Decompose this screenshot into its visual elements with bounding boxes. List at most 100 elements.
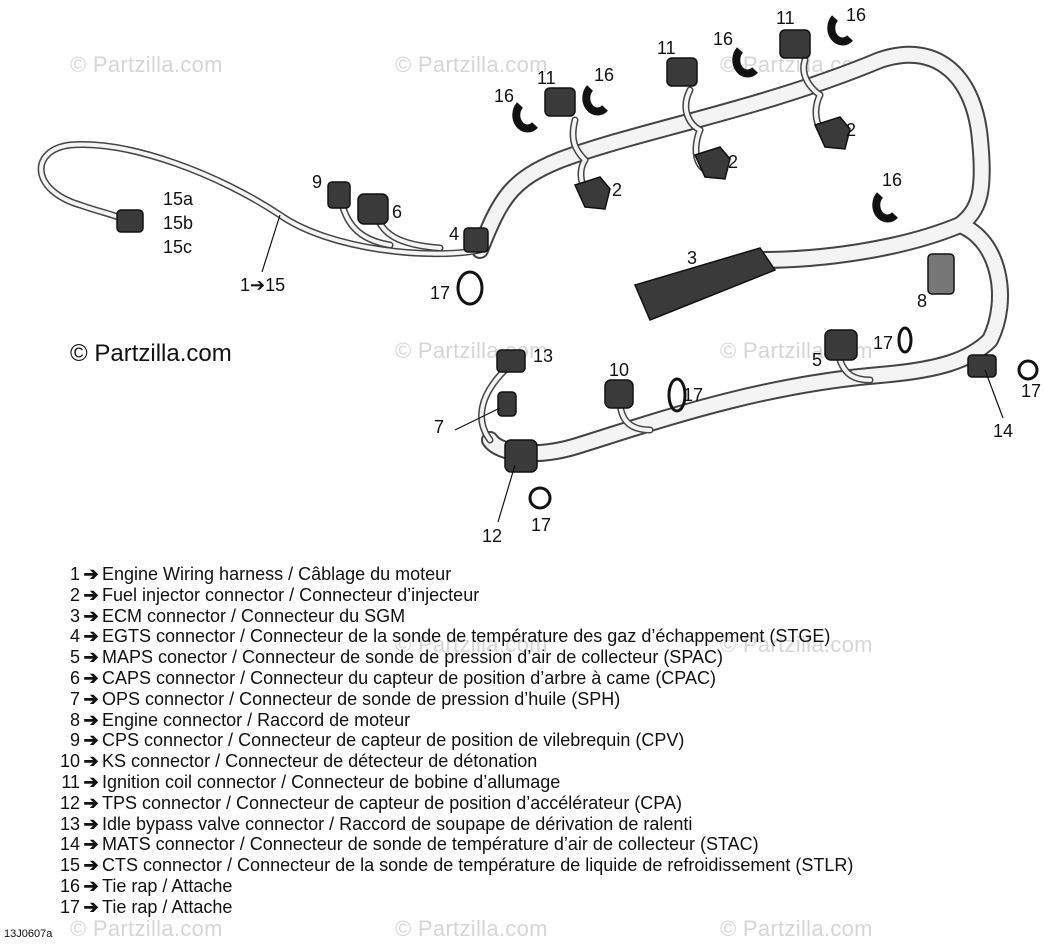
callout-17: 17 [683, 385, 704, 405]
legend-number: 6 [69, 667, 80, 688]
callout-15b: 15b [163, 213, 194, 233]
callout-16: 16 [594, 65, 615, 85]
mats-connector [967, 354, 997, 378]
callout-13: 13 [533, 346, 554, 366]
legend-item: 12➔TPS connector / Connecteur de capteur… [60, 793, 853, 814]
arrow-icon: ➔ [83, 584, 99, 605]
legend-item: 11➔Ignition coil connector / Connecteur … [60, 772, 853, 793]
tie-rap-16 [512, 102, 538, 133]
legend-text: Tie rap / Attache [102, 896, 233, 917]
tie-raps [456, 15, 1039, 510]
watermark: © Partzilla.com [395, 52, 548, 77]
legend-number: 11 [61, 771, 80, 792]
arrow-icon: ➔ [83, 875, 99, 896]
legend-number: 8 [69, 709, 80, 730]
callout-16: 16 [713, 29, 734, 49]
legend-text: ECM connector / Connecteur du SGM [102, 605, 406, 626]
legend-text: Idle bypass valve connector / Raccord de… [102, 813, 693, 834]
ks-connector [604, 379, 634, 409]
callout-11: 11 [776, 8, 795, 28]
watermark: © Partzilla.com [720, 916, 873, 941]
legend-number: 13 [60, 813, 81, 834]
callout-6: 6 [392, 202, 403, 222]
callout-2: 2 [846, 120, 857, 140]
callout-8: 8 [917, 291, 928, 311]
arrow-icon: ➔ [83, 626, 99, 647]
ignition-coil-connector [544, 87, 576, 117]
tps-connector [504, 439, 538, 473]
legend-item: 14➔MATS connector / Connecteur de sonde … [60, 834, 853, 855]
arrow-icon: ➔ [83, 771, 99, 792]
legend-text: MAPS conector / Connecteur de sonde de p… [102, 647, 723, 668]
tie-rap-16 [827, 15, 853, 46]
arrow-icon: ➔ [83, 564, 99, 584]
legend-text: Tie rap / Attache [102, 875, 233, 896]
callout-17: 17 [873, 333, 894, 353]
callout-16: 16 [846, 5, 867, 25]
copyright-notice: © Partzilla.com [70, 340, 232, 367]
legend-text: Engine Wiring harness / Câblage du moteu… [102, 564, 452, 584]
fuel-injector-connector [693, 146, 731, 180]
ignition-coil-connector [666, 57, 698, 87]
callout-11: 11 [537, 68, 556, 88]
ops-connector [497, 391, 517, 417]
legend-text: Fuel injector connector / Connecteur d’i… [102, 584, 480, 605]
callout-16: 16 [882, 170, 903, 190]
callout-9: 9 [312, 172, 323, 192]
tie-rap-17 [897, 326, 913, 354]
legend-item: 16➔Tie rap / Attache [60, 876, 853, 897]
legend-text: CTS connector / Connecteur de la sonde d… [102, 855, 854, 876]
arrow-icon: ➔ [83, 834, 99, 855]
legend-number: 4 [69, 626, 80, 647]
watermark: © Partzilla.com [720, 632, 873, 657]
legend-number: 15 [60, 855, 81, 876]
arrow-icon: ➔ [83, 709, 99, 730]
parts-legend: 1➔Engine Wiring harness / Câblage du mot… [60, 564, 853, 918]
harness-cables [37, 45, 1009, 463]
callout-15c: 15c [163, 237, 193, 257]
legend-text: KS connector / Connecteur de détecteur d… [102, 751, 538, 772]
arrow-icon: ➔ [83, 792, 99, 813]
legend-text: MATS connector / Connecteur de sonde de … [102, 834, 759, 855]
legend-item: 2➔Fuel injector connector / Connecteur d… [60, 585, 853, 606]
legend-number: 1 [69, 564, 80, 584]
callout-5: 5 [812, 350, 823, 370]
legend-number: 2 [69, 584, 80, 605]
tie-rap-16 [872, 192, 898, 223]
connectors [116, 29, 997, 473]
callout-4: 4 [449, 224, 460, 244]
tie-rap-17 [667, 377, 687, 413]
legend-text: Ignition coil connector / Connecteur de … [102, 771, 561, 792]
legend-item: 7➔OPS connector / Connecteur de sonde de… [60, 689, 853, 710]
callout-14: 14 [993, 421, 1014, 441]
callout-7: 7 [434, 417, 445, 437]
tie-rap-17 [528, 486, 552, 510]
legend-item: 5➔MAPS conector / Connecteur de sonde de… [60, 647, 853, 668]
legend-number: 12 [60, 792, 81, 813]
ignition-coil-connector [779, 29, 811, 59]
callout-17: 17 [1021, 381, 1042, 401]
egts-connector [463, 227, 489, 253]
callout-12: 12 [482, 526, 503, 546]
maps-connector [824, 329, 858, 361]
watermark: © Partzilla.com [395, 916, 548, 941]
fuel-injector-connector [813, 116, 851, 150]
arrow-icon: ➔ [83, 688, 99, 709]
legend-number: 10 [60, 751, 81, 772]
arrow-icon: ➔ [83, 667, 99, 688]
legend-number: 3 [69, 605, 80, 626]
tie-rap-16 [582, 85, 608, 116]
legend-item: 3➔ECM connector / Connecteur du SGM [60, 606, 853, 627]
legend-text: TPS connector / Connecteur de capteur de… [102, 792, 682, 813]
legend-item: 8➔Engine connector / Raccord de moteur [60, 710, 853, 731]
tie-rap-16 [732, 47, 758, 78]
legend-number: 7 [69, 688, 80, 709]
legend-item: 9➔CPS connector / Connecteur de capteur … [60, 730, 853, 751]
figure-id: 13J0607a [4, 928, 53, 940]
legend-item: 10➔KS connector / Connecteur de détecteu… [60, 751, 853, 772]
callout-17: 17 [531, 515, 552, 535]
legend-number: 14 [60, 834, 81, 855]
callout-3: 3 [687, 248, 698, 268]
callout-2: 2 [612, 180, 623, 200]
watermark: © Partzilla.com [70, 916, 223, 941]
